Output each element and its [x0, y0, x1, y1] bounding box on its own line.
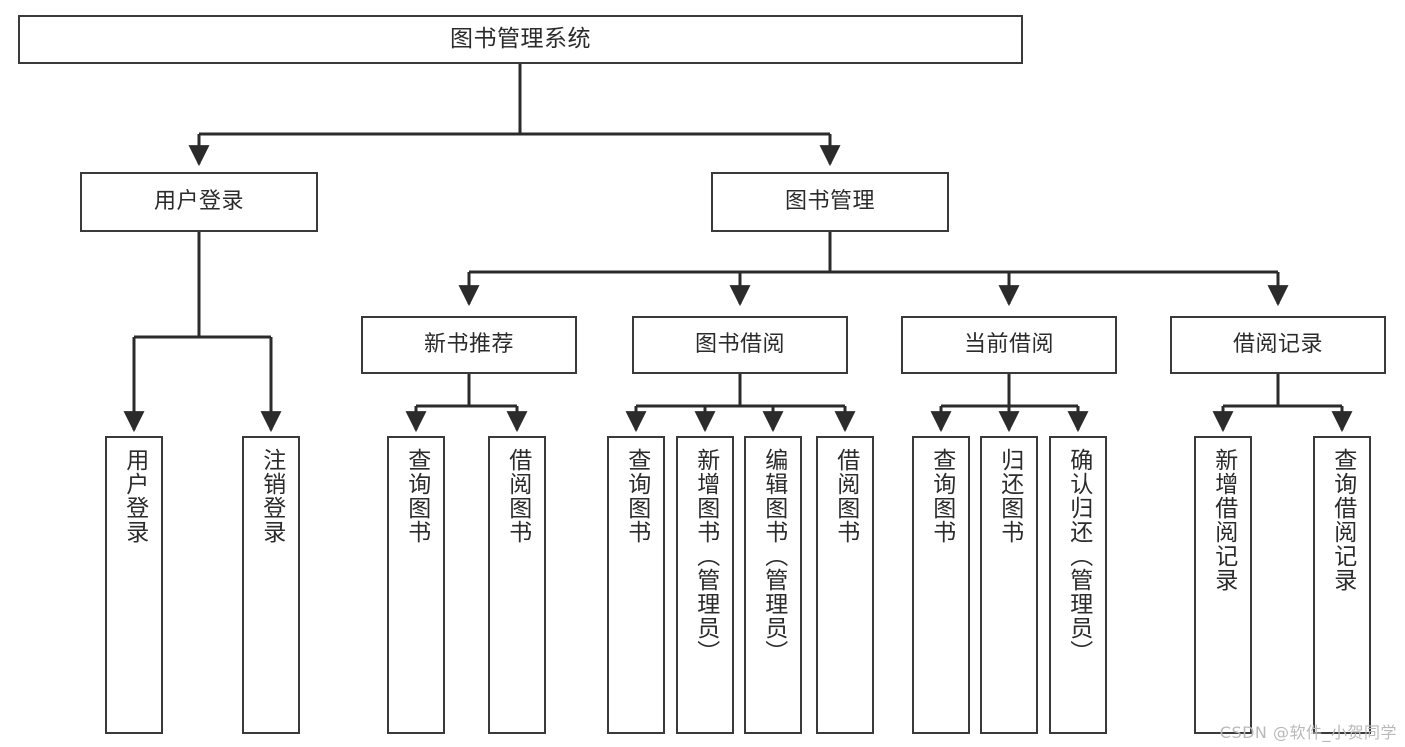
node-label: 图书管理	[784, 189, 875, 215]
node-book-manage[interactable]: 图书管理	[711, 172, 949, 232]
node-leaf-add-record[interactable]: 新增借阅记录	[1194, 436, 1252, 734]
node-label: 新增借阅记录	[1210, 448, 1237, 592]
node-leaf-borrow-book-1[interactable]: 借阅图书	[488, 436, 546, 734]
node-label: 查询图书	[928, 448, 955, 544]
node-leaf-add-book[interactable]: 新增图书（管理员）	[676, 436, 734, 734]
connector-group-current-borrow	[930, 374, 1089, 433]
connector-group-new-book	[405, 374, 528, 433]
node-leaf-borrow-book-2[interactable]: 借阅图书	[816, 436, 874, 734]
node-leaf-return-book[interactable]: 归还图书	[980, 436, 1038, 734]
connector-group-book-manage	[458, 232, 1289, 307]
connector-group-borrow-record	[1212, 374, 1353, 433]
node-label: 编辑图书（管理员）	[760, 448, 787, 664]
node-label: 图书借阅	[694, 332, 785, 358]
node-label: 新增图书（管理员）	[692, 448, 719, 664]
node-leaf-user-login[interactable]: 用户登录	[105, 436, 163, 734]
node-leaf-query-book-1[interactable]: 查询图书	[387, 436, 445, 734]
node-leaf-query-book-2[interactable]: 查询图书	[607, 436, 665, 734]
node-leaf-query-record[interactable]: 查询借阅记录	[1313, 436, 1371, 734]
node-label: 归还图书	[996, 448, 1023, 544]
node-label: 查询图书	[623, 448, 650, 544]
node-label: 用户登录	[121, 448, 148, 544]
node-current-borrow[interactable]: 当前借阅	[901, 316, 1117, 374]
csdn-watermark: CSDN @软件_小贺同学	[1219, 723, 1397, 742]
node-label: 借阅记录	[1232, 332, 1323, 358]
node-leaf-query-book-3[interactable]: 查询图书	[912, 436, 970, 734]
node-label: 当前借阅	[963, 332, 1054, 358]
node-label: 注销登录	[258, 448, 285, 544]
node-leaf-user-logout[interactable]: 注销登录	[242, 436, 300, 734]
node-label: 借阅图书	[504, 448, 531, 544]
node-label: 用户登录	[153, 189, 244, 215]
node-user-login[interactable]: 用户登录	[80, 172, 318, 232]
node-label: 图书管理系统	[450, 25, 591, 52]
node-book-borrow[interactable]: 图书借阅	[632, 316, 848, 374]
node-leaf-edit-book[interactable]: 编辑图书（管理员）	[744, 436, 802, 734]
node-new-book-recommend[interactable]: 新书推荐	[361, 316, 577, 374]
connector-group-book-borrow	[625, 374, 856, 433]
node-leaf-confirm-return[interactable]: 确认归还（管理员）	[1049, 436, 1107, 734]
node-label: 查询借阅记录	[1329, 448, 1356, 592]
node-borrow-record[interactable]: 借阅记录	[1170, 316, 1386, 374]
node-label: 确认归还（管理员）	[1065, 448, 1092, 664]
node-label: 查询图书	[403, 448, 430, 544]
node-root-system[interactable]: 图书管理系统	[18, 15, 1023, 64]
node-label: 借阅图书	[832, 448, 859, 544]
connector-group-root	[188, 64, 841, 167]
connector-group-user-login	[123, 232, 282, 433]
node-label: 新书推荐	[423, 332, 514, 358]
